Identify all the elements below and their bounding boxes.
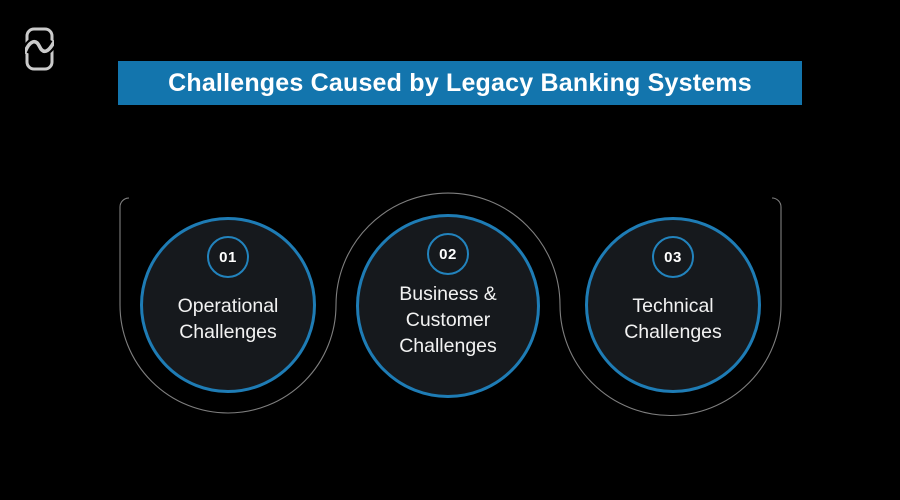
challenge-node-operational: 01 Operational Challenges — [140, 217, 316, 393]
step-number-badge: 02 — [427, 233, 469, 275]
step-number: 01 — [219, 248, 237, 266]
node-label: Business & Customer Challenges — [399, 283, 497, 358]
step-number: 02 — [439, 245, 457, 263]
node-label: Operational Challenges — [177, 294, 279, 343]
step-number: 03 — [664, 248, 682, 266]
challenge-node-technical: 03 Technical Challenges — [585, 217, 761, 393]
page-title: Challenges Caused by Legacy Banking Syst… — [168, 68, 752, 97]
node-label: Technical Challenges — [624, 294, 722, 343]
title-banner: Challenges Caused by Legacy Banking Syst… — [118, 61, 802, 105]
step-number-badge: 01 — [207, 236, 249, 278]
brand-logo — [21, 27, 58, 71]
step-number-badge: 03 — [652, 236, 694, 278]
swoosh-phone-logo-icon — [21, 27, 58, 71]
challenge-node-business-customer: 02 Business & Customer Challenges — [356, 214, 540, 398]
